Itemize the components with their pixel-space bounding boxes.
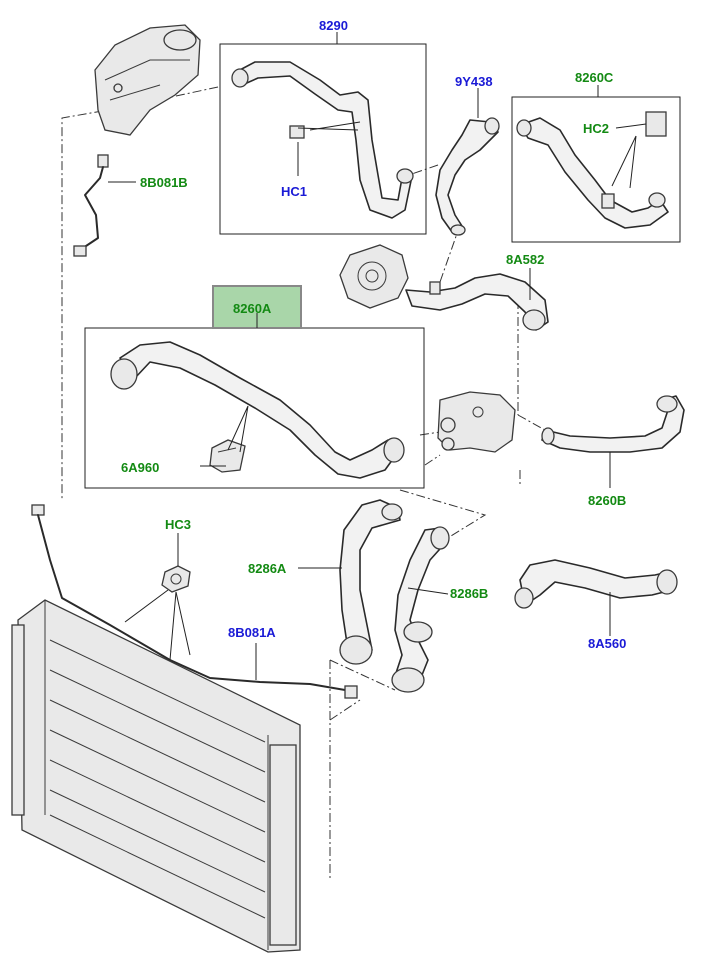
- label-8290: 8290: [319, 18, 348, 33]
- label-8B081B: 8B081B: [140, 175, 188, 190]
- label-HC2: HC2: [583, 121, 609, 136]
- hose-8286A: [339, 499, 403, 665]
- label-8286B: 8286B: [450, 586, 488, 601]
- hose-8286B: [391, 526, 450, 693]
- label-9Y438: 9Y438: [455, 74, 493, 89]
- hose-8A560: [514, 559, 678, 609]
- hose-8260A: [110, 341, 405, 479]
- label-HC1: HC1: [281, 184, 307, 199]
- label-8B081A: 8B081A: [228, 625, 276, 640]
- radiator: [11, 599, 301, 953]
- clip-HC3: [161, 565, 191, 593]
- label-8260A: 8260A: [233, 301, 272, 316]
- group-box-8290: [219, 43, 427, 235]
- label-8260B: 8260B: [588, 493, 626, 508]
- hose-8290: [231, 61, 414, 219]
- group-box-8260C: [511, 96, 681, 243]
- label-8A560: 8A560: [588, 636, 626, 651]
- water-pump: [339, 244, 409, 309]
- label-8260C: 8260C: [575, 70, 614, 85]
- bracket-6A960: [209, 439, 246, 473]
- leader-lines: [108, 32, 647, 680]
- thermostat-housing: [437, 391, 516, 453]
- label-HC3: HC3: [165, 517, 191, 532]
- label-8286A: 8286A: [248, 561, 287, 576]
- label-8A582: 8A582: [506, 252, 544, 267]
- hose-8260B: [541, 395, 685, 453]
- part-labels: 8290 9Y438 8260C HC2 HC1 8B081B 8A582 82…: [121, 18, 626, 651]
- hose-8A582: [405, 273, 549, 331]
- sensor-lead-8B081B: [73, 154, 109, 257]
- hose-9Y438: [435, 117, 500, 236]
- label-6A960: 6A960: [121, 460, 159, 475]
- hose-8260C: [516, 111, 669, 229]
- expansion-tank: [94, 24, 201, 136]
